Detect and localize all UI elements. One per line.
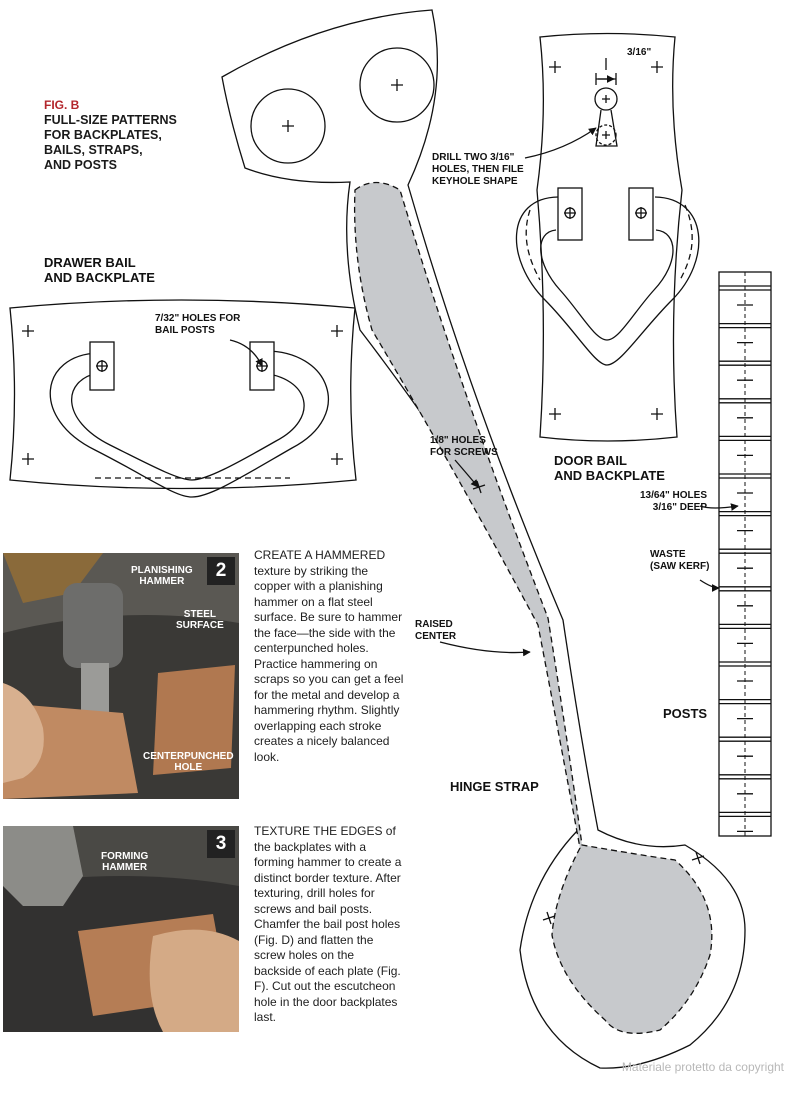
step3-photo: 3 FORMING HAMMER — [3, 826, 239, 1032]
figure-title: FULL-SIZE PATTERNS FOR BACKPLATES, BAILS… — [44, 113, 177, 172]
door-dim-label: 3/16" — [627, 47, 652, 58]
door-bail — [515, 196, 700, 366]
door-keyhole-label: DRILL TWO 3/16" HOLES, THEN FILE KEYHOLE… — [432, 152, 524, 187]
posts-title: POSTS — [663, 706, 708, 721]
step2-photo: 2 PLANISHING HAMMER STEEL SURFACE CENTER… — [3, 553, 239, 799]
drawer-title: DRAWER BAIL AND BACKPLATE — [44, 255, 155, 285]
hinge-raised-center — [353, 181, 713, 1034]
step2-hole-label: CENTERPUNCHED HOLE — [143, 751, 234, 773]
posts-strip — [699, 271, 772, 837]
step2-number: 2 — [207, 557, 235, 585]
posts-waste-label: WASTE (SAW KERF) — [650, 549, 710, 572]
step2-surface-label: STEEL SURFACE — [176, 609, 224, 631]
drawer-holes-label: 7/32" HOLES FOR BAIL POSTS — [155, 313, 241, 336]
step2-text: Create a hammered texture by striking th… — [254, 548, 404, 764]
hinge-raised-label: RAISED CENTER — [415, 619, 457, 642]
drawer-backplate — [9, 299, 357, 498]
step3-hammer-label: FORMING HAMMER — [101, 851, 149, 873]
step2-photo-art — [3, 553, 239, 799]
hinge-title: HINGE STRAP — [450, 779, 539, 794]
hinge-strap — [221, 9, 746, 1069]
step3-text: Texture the edges of the backplates with… — [254, 824, 402, 1024]
door-title: DOOR BAIL AND BACKPLATE — [554, 453, 665, 483]
watermark: Materiale protetto da copyright — [621, 1060, 784, 1074]
step2-hammer-label: PLANISHING HAMMER — [131, 565, 193, 587]
drawer-bail — [49, 350, 330, 498]
posts-holes-label: 13/64" HOLES 3/16" DEEP — [640, 490, 707, 513]
step3-number: 3 — [207, 830, 235, 858]
door-backplate — [515, 32, 700, 442]
hinge-screws-label: 1/8" HOLES FOR SCREWS — [430, 435, 498, 458]
figure-tag: FIG. B — [44, 98, 80, 112]
step3-photo-art — [3, 826, 239, 1032]
